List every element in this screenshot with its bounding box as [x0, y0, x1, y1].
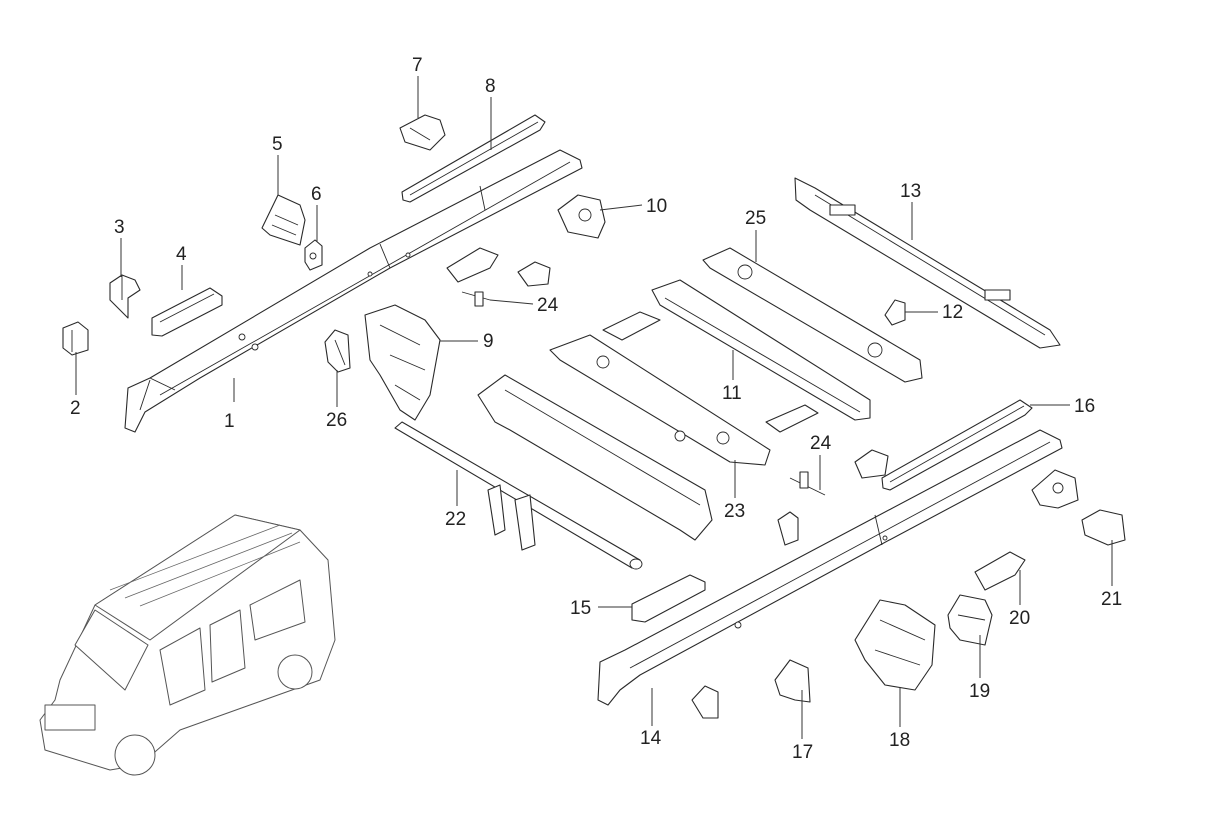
- callout-24-lower: 24: [810, 433, 832, 454]
- part-1-left-main-rail: [124, 149, 583, 433]
- callout-7: 7: [412, 55, 423, 76]
- callout-15: 15: [570, 598, 591, 619]
- callout-24-upper: 24: [537, 295, 559, 316]
- callout-14: 14: [640, 728, 662, 749]
- part-channel-small: [446, 247, 499, 283]
- part-20-channel: [974, 551, 1026, 591]
- part-19-gusset: [947, 594, 993, 646]
- callout-17: 17: [792, 742, 813, 763]
- van-illustration: [39, 514, 336, 776]
- callout-18: 18: [889, 730, 910, 751]
- part-8-reinforcement: [401, 114, 546, 203]
- part-7-bracket: [399, 114, 446, 151]
- callout-11: 11: [722, 383, 742, 404]
- callout-22: 22: [445, 509, 466, 530]
- part-17-bracket: [774, 659, 811, 703]
- part-16-reinforcement: [881, 399, 1033, 491]
- part-4-channel: [151, 287, 223, 337]
- part-bracket-lower-left: [777, 511, 799, 546]
- callout-6: 6: [311, 184, 322, 205]
- callout-26: 26: [326, 410, 347, 431]
- callout-4: 4: [176, 244, 187, 265]
- part-24-pin-lower: [789, 471, 826, 496]
- callout-8: 8: [485, 76, 496, 97]
- part-22-cross-tube: [394, 421, 643, 570]
- part-plate-b: [765, 404, 819, 433]
- part-15-channel: [631, 574, 706, 623]
- part-plate-a: [602, 311, 661, 341]
- callout-19: 19: [969, 681, 990, 702]
- leader-lines: [75, 76, 1113, 739]
- callout-2: 2: [70, 398, 81, 419]
- part-14-right-main-rail: [597, 429, 1063, 706]
- part-2-bracket: [62, 321, 89, 356]
- callout-3: 3: [114, 217, 125, 238]
- callout-5: 5: [272, 134, 283, 155]
- part-clip-lower: [854, 449, 889, 479]
- part-6-bracket: [304, 239, 323, 271]
- part-21-bracket: [1081, 509, 1126, 546]
- callout-16: 16: [1074, 396, 1095, 417]
- part-18-mount-bracket: [854, 599, 936, 691]
- part-23-cross-member: [477, 374, 713, 541]
- part-24-pin-upper: [461, 291, 491, 307]
- callout-25: 25: [745, 208, 766, 229]
- part-10-bracket: [557, 194, 606, 239]
- part-3-bracket: [109, 274, 141, 319]
- callout-21: 21: [1101, 589, 1122, 610]
- part-bracket-rear: [1031, 469, 1079, 509]
- part-25-cross-member: [702, 247, 923, 383]
- part-26-bracket: [324, 329, 351, 373]
- part-5-gusset: [261, 194, 306, 246]
- part-crossmember-mid: [549, 334, 771, 466]
- callout-labels: 1 2 3 4 5 6 7 8 9 10 11 12 13 14 15 16 1…: [70, 55, 1122, 763]
- callout-23: 23: [724, 501, 745, 522]
- part-12-bracket: [884, 299, 906, 326]
- callout-9: 9: [483, 331, 494, 352]
- part-bracket-low: [691, 685, 719, 719]
- callout-12: 12: [942, 302, 963, 323]
- part-11-cross-member: [651, 279, 871, 421]
- callout-1: 1: [224, 411, 235, 432]
- part-13-rear-cross-member: [794, 177, 1061, 349]
- part-9-mount-bracket: [364, 304, 441, 421]
- callout-10: 10: [646, 196, 667, 217]
- callout-20: 20: [1009, 608, 1030, 629]
- part-clip-small: [517, 261, 551, 287]
- callout-13: 13: [900, 181, 921, 202]
